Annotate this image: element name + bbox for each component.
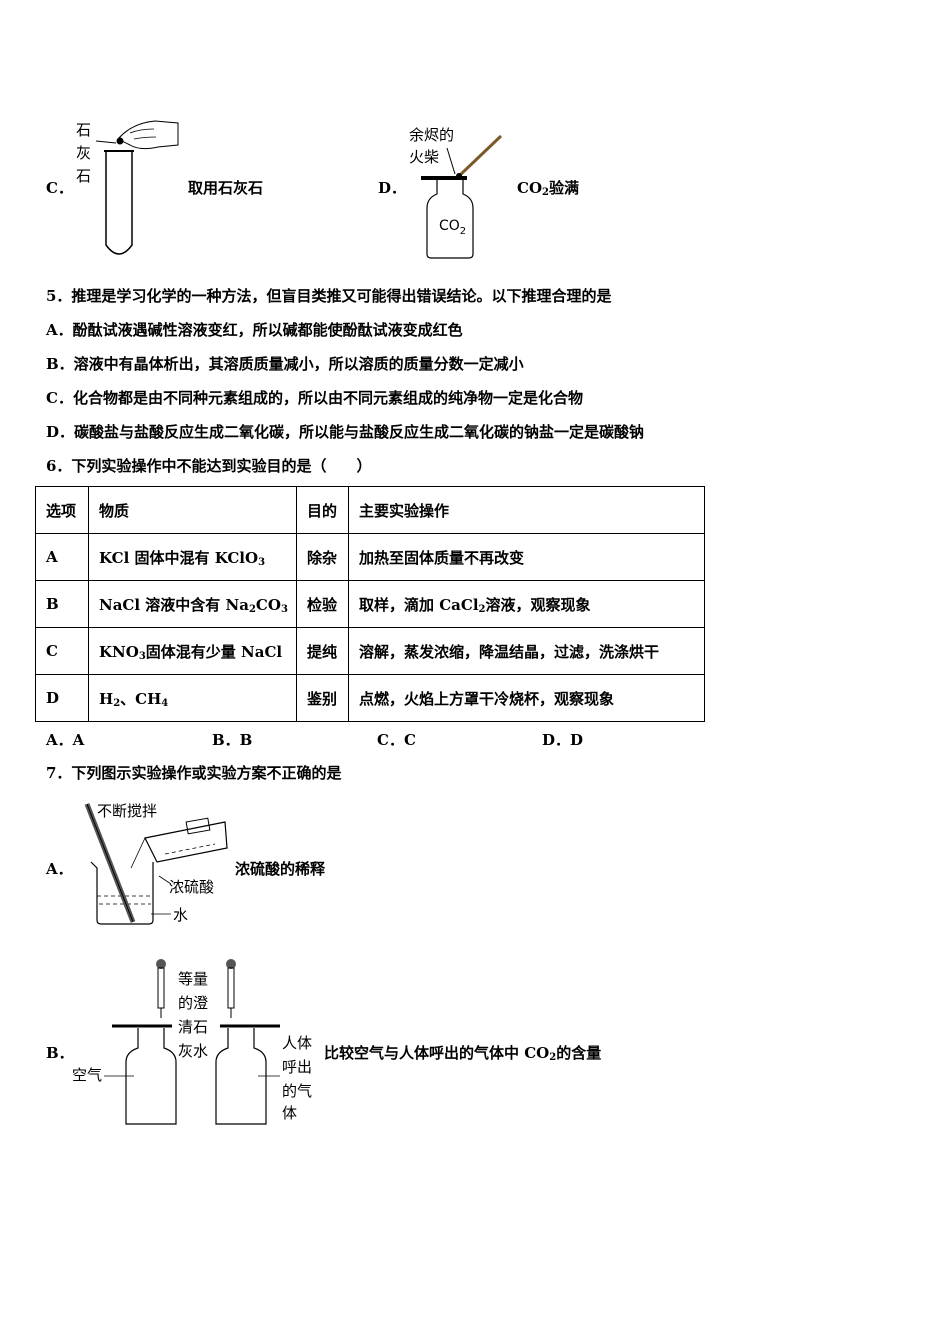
acid-dilution-figure: 不断搅拌 浓硫酸 水: [84, 802, 228, 925]
q5-option-c: C．化合物都是由不同种元素组成的，所以由不同元素组成的纯净物一定是化合物: [46, 389, 583, 407]
q6-answer-c: C．C: [377, 731, 416, 749]
fig-label-right-1: 人体: [282, 1034, 312, 1052]
fig-label-ember2: 火柴: [409, 148, 439, 166]
q5-stem: 5．推理是学习化学的一种方法，但盲目类推又可能得出错误结论。以下推理合理的是: [46, 287, 612, 305]
fig-label-right-4: 体: [282, 1104, 297, 1122]
q5-option-a: A．酚酞试液遇碱性溶液变红，所以碱都能使酚酞试液变成红色: [46, 321, 463, 339]
q5-option-d: D．碳酸盐与盐酸反应生成二氧化碳，所以能与盐酸反应生成二氧化碳的钠盐一定是碳酸钠: [46, 423, 645, 441]
fig-label-stone2: 石: [76, 167, 91, 185]
fig-label-mid-1: 等量: [178, 970, 208, 988]
fig-label-stone1: 石: [76, 121, 91, 139]
limestone-test-tube-figure: 石 灰 石: [76, 120, 179, 255]
table-row: B NaCl 溶液中含有 Na2CO3 检验 取样，滴加 CaCl2溶液，观察现…: [35, 580, 705, 628]
fig-label-right-3: 的气: [282, 1082, 312, 1100]
fig-label-air: 空气: [72, 1066, 102, 1084]
q4-option-c-label: C．: [46, 179, 73, 197]
fig-label-mid-4: 灰水: [178, 1042, 208, 1060]
header-goal: 目的: [296, 486, 349, 534]
q4-option-c-text: 取用石灰石: [188, 179, 264, 197]
bottle-label-sub: 2: [460, 226, 466, 237]
co2-bottle-match-figure: 余烬的 火柴 CO2: [409, 126, 503, 259]
fig-label-ember1: 余烬的: [409, 126, 454, 144]
table-row: A KCl 固体中混有 KClO3 除杂 加热至固体质量不再改变: [35, 533, 705, 581]
fig-label-mid-2: 的澄: [178, 994, 208, 1012]
fig-label-mid-3: 清石: [178, 1018, 208, 1036]
q6-answer-b: B．B: [212, 731, 253, 749]
q6-answer-d: D．D: [542, 731, 584, 749]
header-substance: 物质: [88, 486, 297, 534]
header-option: 选项: [35, 486, 89, 534]
fig-label-water: 水: [173, 906, 188, 924]
co2-comparison-figure: 等量 的澄 清石 灰水 空气 人体 呼出 的气 体: [72, 959, 312, 1125]
svg-text:CO2: CO2: [439, 218, 466, 237]
q5-option-b: B．溶液中有晶体析出，其溶质质量减小，所以溶质的质量分数一定减小: [46, 355, 524, 373]
q7-stem: 7．下列图示实验操作或实验方案不正确的是: [46, 764, 342, 782]
q6-answer-a: A．A: [46, 731, 85, 749]
header-operation: 主要实验操作: [348, 486, 705, 534]
q7-option-a-label: A．: [46, 860, 73, 878]
fig-label-ash: 灰: [76, 144, 91, 162]
q7-option-b-text: 比较空气与人体呼出的气体中 CO2的含量: [324, 1044, 602, 1063]
q6-table: 选项 物质 目的 主要实验操作 A KCl 固体中混有 KClO3 除杂 加热至…: [35, 486, 705, 722]
q7-option-a-text: 浓硫酸的稀释: [235, 860, 326, 878]
bottle-label-co: CO: [439, 218, 460, 234]
q4-option-d-text: CO2验满: [517, 179, 579, 198]
fig-label-stir: 不断搅拌: [97, 802, 157, 820]
fig-label-right-2: 呼出: [282, 1058, 312, 1076]
fig-label-acid: 浓硫酸: [169, 878, 214, 896]
q7-option-b-label: B．: [46, 1044, 74, 1062]
table-row: C KNO3固体混有少量 NaCl 提纯 溶解，蒸发浓缩，降温结晶，过滤，洗涤烘…: [35, 627, 705, 675]
table-row: D H2、CH4 鉴别 点燃，火焰上方罩干冷烧杯，观察现象: [35, 674, 705, 722]
q4-option-d-label: D．: [378, 179, 407, 197]
q6-stem: 6．下列实验操作中不能达到实验目的是（ ）: [46, 457, 372, 475]
table-header-row: 选项 物质 目的 主要实验操作: [35, 486, 705, 534]
